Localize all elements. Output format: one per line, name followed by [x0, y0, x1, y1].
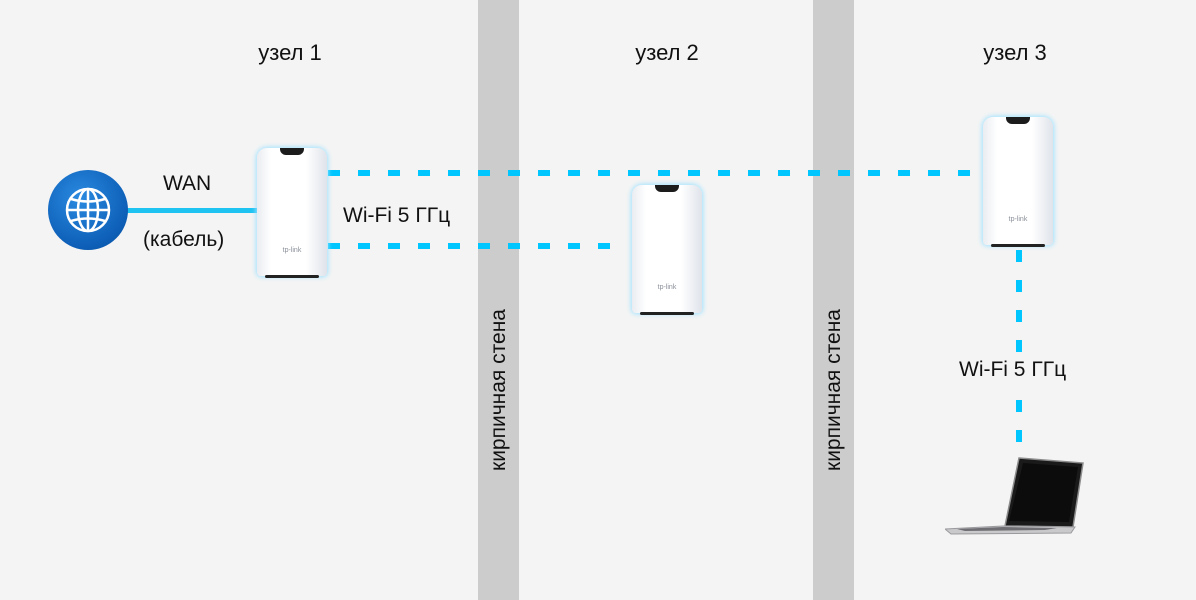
node-2-title: узел 2	[635, 40, 699, 65]
wifi-link-node1-node3	[328, 170, 978, 176]
internet-globe	[48, 170, 128, 250]
laptop-client	[943, 455, 1085, 535]
wan-cable	[126, 208, 258, 213]
wifi-link-node3-laptop	[1016, 250, 1022, 450]
globe-icon	[65, 187, 111, 233]
node-1-title: узел 1	[258, 40, 322, 65]
deco-router-node-2: tp-link	[632, 185, 702, 315]
brick-wall-2: кирпичная стена	[813, 0, 854, 600]
wan-label: WAN	[163, 172, 212, 195]
deco-router-node-3: tp-link	[983, 117, 1053, 247]
client-link-label: Wi-Fi 5 ГГц	[957, 358, 1069, 382]
wifi-link-node1-node2	[328, 243, 628, 249]
wall-label: кирпичная стена	[821, 309, 845, 471]
backhaul-label: Wi-Fi 5 ГГц	[343, 204, 451, 227]
wan-sublabel: (кабель)	[143, 228, 225, 251]
tp-link-logo: tp-link	[1008, 216, 1028, 223]
laptop-icon	[943, 457, 1084, 535]
deco-router-node-1: tp-link	[257, 148, 327, 278]
tp-link-logo: tp-link	[657, 284, 677, 291]
tp-link-logo: tp-link	[282, 247, 302, 254]
node-3-title: узел 3	[983, 40, 1047, 65]
brick-wall-1: кирпичная стена	[478, 0, 519, 600]
wall-label: кирпичная стена	[486, 309, 510, 471]
